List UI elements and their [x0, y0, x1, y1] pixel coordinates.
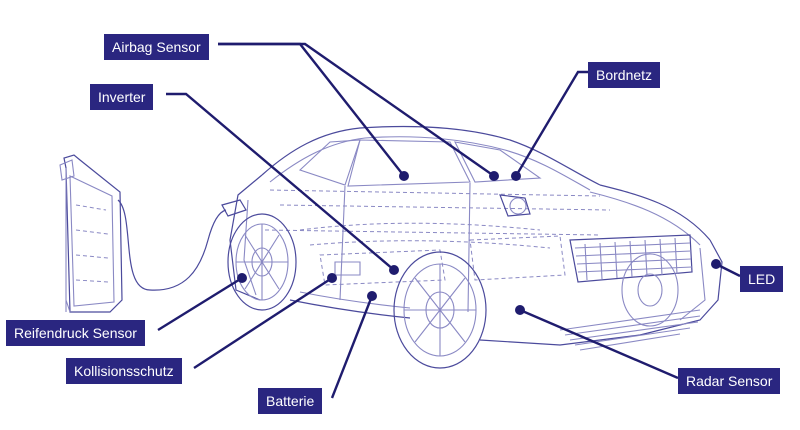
dot-inverter [389, 265, 399, 275]
charging-cable [117, 199, 227, 291]
charging-station [59, 154, 123, 313]
leader-radar-sensor [519, 308, 679, 380]
dot-bordnetz [511, 171, 521, 181]
label-inverter: Inverter [90, 84, 154, 110]
callout-dots [237, 171, 721, 315]
label-radar-sensor: Radar Sensor [678, 368, 781, 394]
leader-reifendruck-sensor [157, 276, 243, 332]
car-body [229, 125, 723, 351]
label-bordnetz: Bordnetz [588, 62, 661, 88]
charging-plug [221, 199, 247, 217]
dot-radar-sensor [515, 305, 525, 315]
label-led: LED [740, 266, 784, 292]
dot-airbag-sensor-2 [489, 171, 499, 181]
label-reifendruck-sensor: Reifendruck Sensor [6, 320, 145, 346]
label-airbag-sensor: Airbag Sensor [104, 34, 209, 60]
label-batterie: Batterie [258, 388, 323, 414]
dot-led [711, 259, 721, 269]
far-front-wheel [621, 253, 679, 327]
dot-airbag-sensor-1 [399, 171, 409, 181]
dot-batterie [367, 291, 377, 301]
label-kollisionsschutz: Kollisionsschutz [66, 358, 182, 384]
dot-kollisionsschutz [327, 273, 337, 283]
leader-bordnetz [514, 70, 588, 177]
rear-wheel [227, 213, 297, 311]
leader-batterie [330, 295, 374, 399]
leader-airbag-sensor-branch [218, 42, 405, 177]
leader-inverter [166, 92, 395, 271]
dot-reifendruck-sensor [237, 273, 247, 283]
leader-lines [157, 42, 741, 399]
front-wheel [393, 251, 487, 369]
leader-kollisionsschutz [193, 276, 333, 370]
